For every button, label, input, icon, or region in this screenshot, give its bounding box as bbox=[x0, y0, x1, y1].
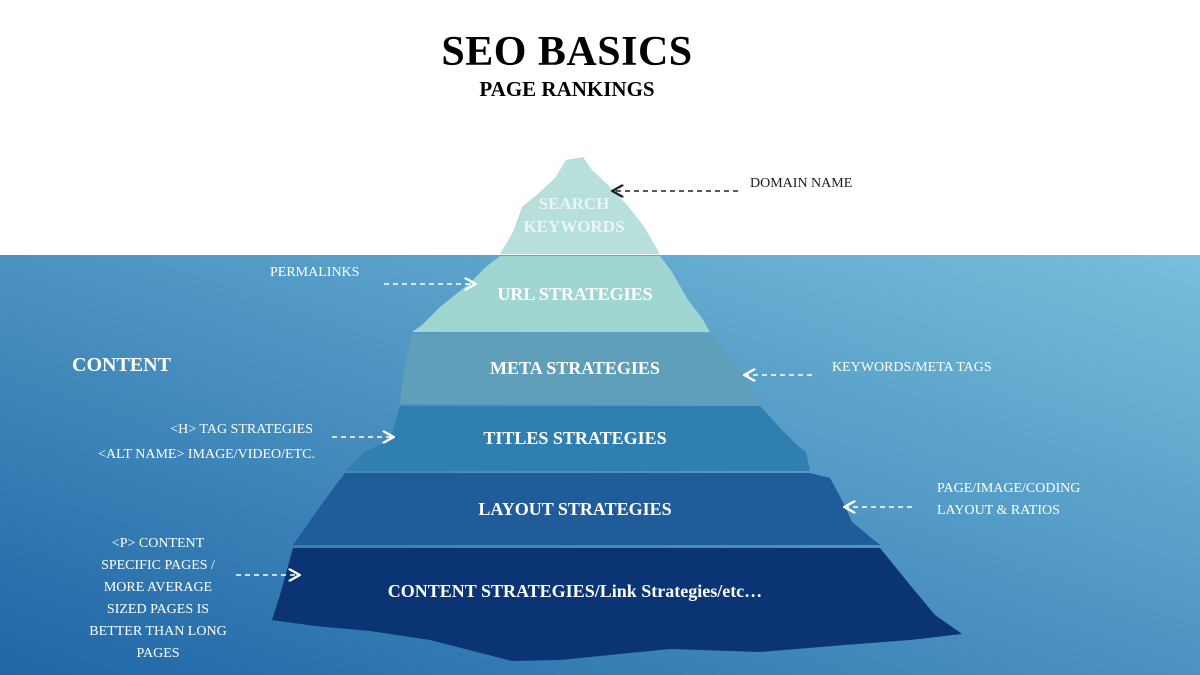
annotation-permalinks: PERMALINKS bbox=[270, 265, 360, 280]
annotation-line: BETTER THAN LONG bbox=[89, 624, 227, 639]
layer-label-meta-strategies: META STRATEGIES bbox=[490, 358, 660, 378]
annotation-line: MORE AVERAGE bbox=[103, 580, 213, 595]
layer-url-strategies bbox=[412, 256, 710, 332]
layer-label-url-strategies: URL STRATEGIES bbox=[497, 284, 653, 304]
annotation-page-image: PAGE/IMAGE/CODING LAYOUT & RATIOS bbox=[937, 478, 1080, 522]
side-label-content: CONTENT bbox=[72, 354, 171, 376]
annotation-p-content: <P> CONTENT SPECIFIC PAGES / MORE AVERAG… bbox=[72, 533, 244, 665]
annotation-domain-name: DOMAIN NAME bbox=[750, 176, 853, 191]
annotation-line: SIZED PAGES IS bbox=[106, 602, 210, 617]
page-title: SEO BASICS bbox=[441, 29, 693, 75]
annotation-line: <ALT NAME> IMAGE/VIDEO/ETC. bbox=[98, 447, 315, 462]
layer-label-line: SEARCH bbox=[538, 194, 610, 213]
layer-layout-strategies bbox=[293, 473, 880, 545]
layer-content-strategies bbox=[272, 548, 962, 661]
layer-meta-strategies bbox=[400, 334, 760, 404]
layer-label-content-strategies: CONTENT STRATEGIES/Link Strategies/etc… bbox=[387, 581, 763, 601]
layer-label-layout-strategies: LAYOUT STRATEGIES bbox=[478, 499, 672, 519]
annotation-line: SPECIFIC PAGES / bbox=[101, 558, 215, 573]
layer-search-keywords bbox=[500, 157, 660, 254]
layer-label-titles-strategies: TITLES STRATEGIES bbox=[483, 428, 667, 448]
annotation-keywords-meta: KEYWORDS/META TAGS bbox=[832, 360, 992, 375]
layer-label-line: KEYWORDS bbox=[523, 217, 625, 236]
annotation-line: PAGE/IMAGE/CODING bbox=[937, 481, 1081, 496]
annotation-line: <H> TAG STRATEGIES bbox=[170, 422, 313, 437]
annotation-line: <P> CONTENT bbox=[111, 536, 205, 551]
annotation-line: LAYOUT & RATIOS bbox=[937, 503, 1060, 518]
page-subtitle: PAGE RANKINGS bbox=[479, 77, 655, 101]
annotation-line: PAGES bbox=[136, 646, 180, 661]
layer-titles-strategies bbox=[345, 406, 810, 471]
layer-label-search-keywords: SEARCH KEYWORDS bbox=[474, 192, 674, 238]
annotation-tag-strategies: <H> TAG STRATEGIES <ALT NAME> IMAGE/VIDE… bbox=[60, 419, 315, 466]
